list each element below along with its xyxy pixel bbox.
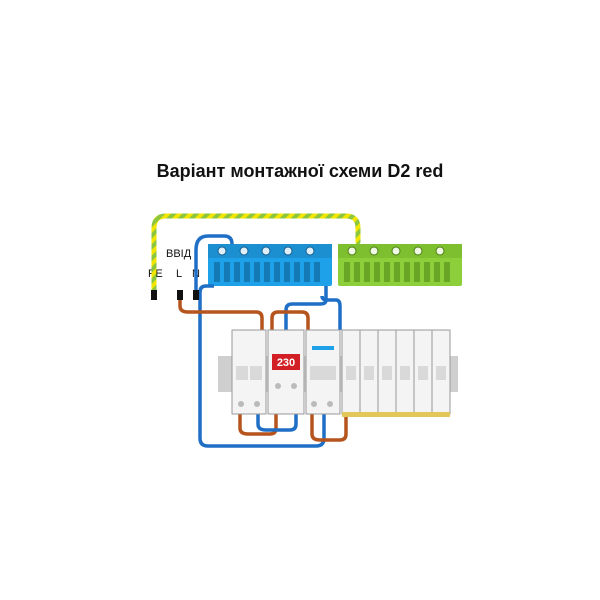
phase-bridge-top xyxy=(270,310,310,330)
voltage-relay-icon xyxy=(267,329,305,415)
neutral-bridge-bottom xyxy=(256,414,298,432)
terminal-l-label: L xyxy=(176,268,183,280)
neutral-busbar-icon xyxy=(208,244,332,286)
neutral-bus-wire xyxy=(284,286,328,330)
comb-busbar xyxy=(342,412,450,417)
relay-display-value: 230 xyxy=(277,357,295,369)
neutral-return-wire xyxy=(198,284,326,448)
phase-input-wire xyxy=(178,294,264,330)
input-label: ВВІД xyxy=(166,248,192,260)
circuit-breaker-icon xyxy=(341,329,451,415)
neutral-rcd-wire xyxy=(320,295,342,330)
main-breaker-icon xyxy=(231,329,267,415)
rcd-icon xyxy=(305,329,341,415)
pe-wire xyxy=(151,213,361,297)
diagram-title: Варіант монтажної схеми D2 red xyxy=(156,161,444,181)
wire-ferrules xyxy=(151,290,199,300)
ground-busbar-icon xyxy=(338,244,462,286)
neutral-input-wire xyxy=(194,234,234,294)
phase-bridge-bottom-2 xyxy=(310,414,348,442)
